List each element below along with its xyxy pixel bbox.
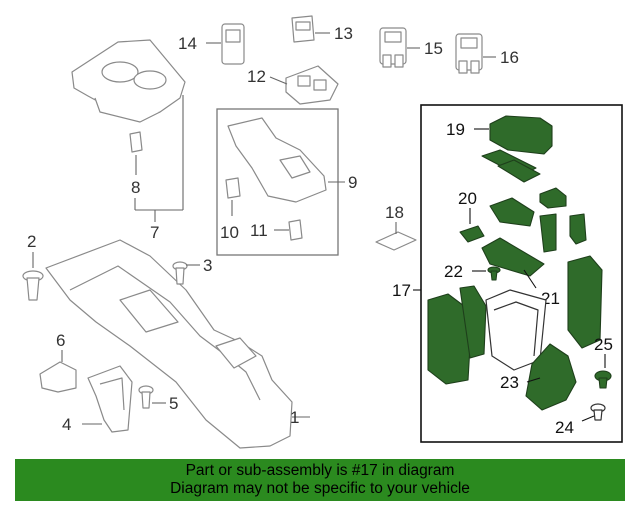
- banner-line-1: Part or sub-assembly is #17 in diagram: [185, 462, 455, 479]
- part-20-latch[interactable]: [459, 197, 535, 243]
- callout-3: 3: [203, 256, 212, 275]
- part-upper-console-cupholder[interactable]: [71, 39, 186, 123]
- part-10-clip[interactable]: [225, 177, 241, 199]
- part-8-clip[interactable]: [129, 131, 143, 153]
- part-25-clip[interactable]: [594, 370, 612, 389]
- callout-25: 25: [594, 335, 613, 354]
- part-13-switch[interactable]: [291, 15, 315, 43]
- callout-18: 18: [385, 203, 404, 222]
- part-22-clip[interactable]: [487, 266, 501, 281]
- info-banner: Part or sub-assembly is #17 in diagram D…: [15, 459, 625, 501]
- part-18-pad[interactable]: [375, 231, 417, 251]
- part-21-tray[interactable]: [481, 237, 545, 277]
- callout-12: 12: [247, 67, 266, 86]
- callout-22: 22: [444, 262, 463, 281]
- callout-10: 10: [220, 223, 239, 242]
- part-15-switch[interactable]: [379, 27, 407, 68]
- part-1-console-body[interactable]: [45, 239, 293, 449]
- part-console-box-right-panel[interactable]: [567, 255, 603, 349]
- part-14-switch[interactable]: [221, 23, 245, 65]
- part-4-bracket[interactable]: [87, 365, 133, 433]
- part-16-switch[interactable]: [455, 33, 483, 74]
- part-11-clip[interactable]: [288, 219, 303, 241]
- callout-4: 4: [62, 415, 71, 434]
- callout-19: 19: [446, 120, 465, 139]
- assembly-17-box: [420, 104, 623, 443]
- callout-5: 5: [169, 394, 178, 413]
- part-hinge-block[interactable]: [539, 187, 567, 209]
- part-9-shift-panel[interactable]: [227, 117, 327, 203]
- callout-11: 11: [250, 221, 268, 240]
- banner-line-2: Diagram may not be specific to your vehi…: [170, 480, 470, 497]
- part-hinge-left[interactable]: [539, 213, 557, 253]
- part-6-bracket[interactable]: [39, 361, 77, 393]
- callout-15: 15: [424, 39, 443, 58]
- part-hinge-right[interactable]: [569, 213, 587, 245]
- callout-23: 23: [500, 373, 519, 392]
- callout-2: 2: [27, 232, 36, 251]
- callout-9: 9: [348, 173, 357, 192]
- part-5-screw[interactable]: [138, 385, 154, 409]
- part-24-screw[interactable]: [590, 403, 606, 421]
- part-23-cupholder-base[interactable]: [525, 343, 577, 411]
- callout-13: 13: [334, 24, 353, 43]
- callout-17: 17: [392, 281, 411, 300]
- callout-8: 8: [131, 178, 140, 197]
- callout-1: 1: [290, 408, 299, 427]
- part-3-screw[interactable]: [172, 261, 188, 285]
- part-12-switch-panel[interactable]: [285, 65, 339, 105]
- part-19-armrest-lid[interactable]: [489, 115, 553, 155]
- part-console-box-left-panel[interactable]: [427, 285, 487, 385]
- callout-6: 6: [56, 331, 65, 350]
- callout-20: 20: [458, 189, 477, 208]
- callout-24: 24: [555, 418, 574, 437]
- part-2-push-clip[interactable]: [22, 270, 44, 301]
- callout-16: 16: [500, 48, 519, 67]
- callout-7: 7: [150, 223, 159, 242]
- part-lid-inner-plate[interactable]: [481, 149, 541, 183]
- callout-14: 14: [178, 34, 197, 53]
